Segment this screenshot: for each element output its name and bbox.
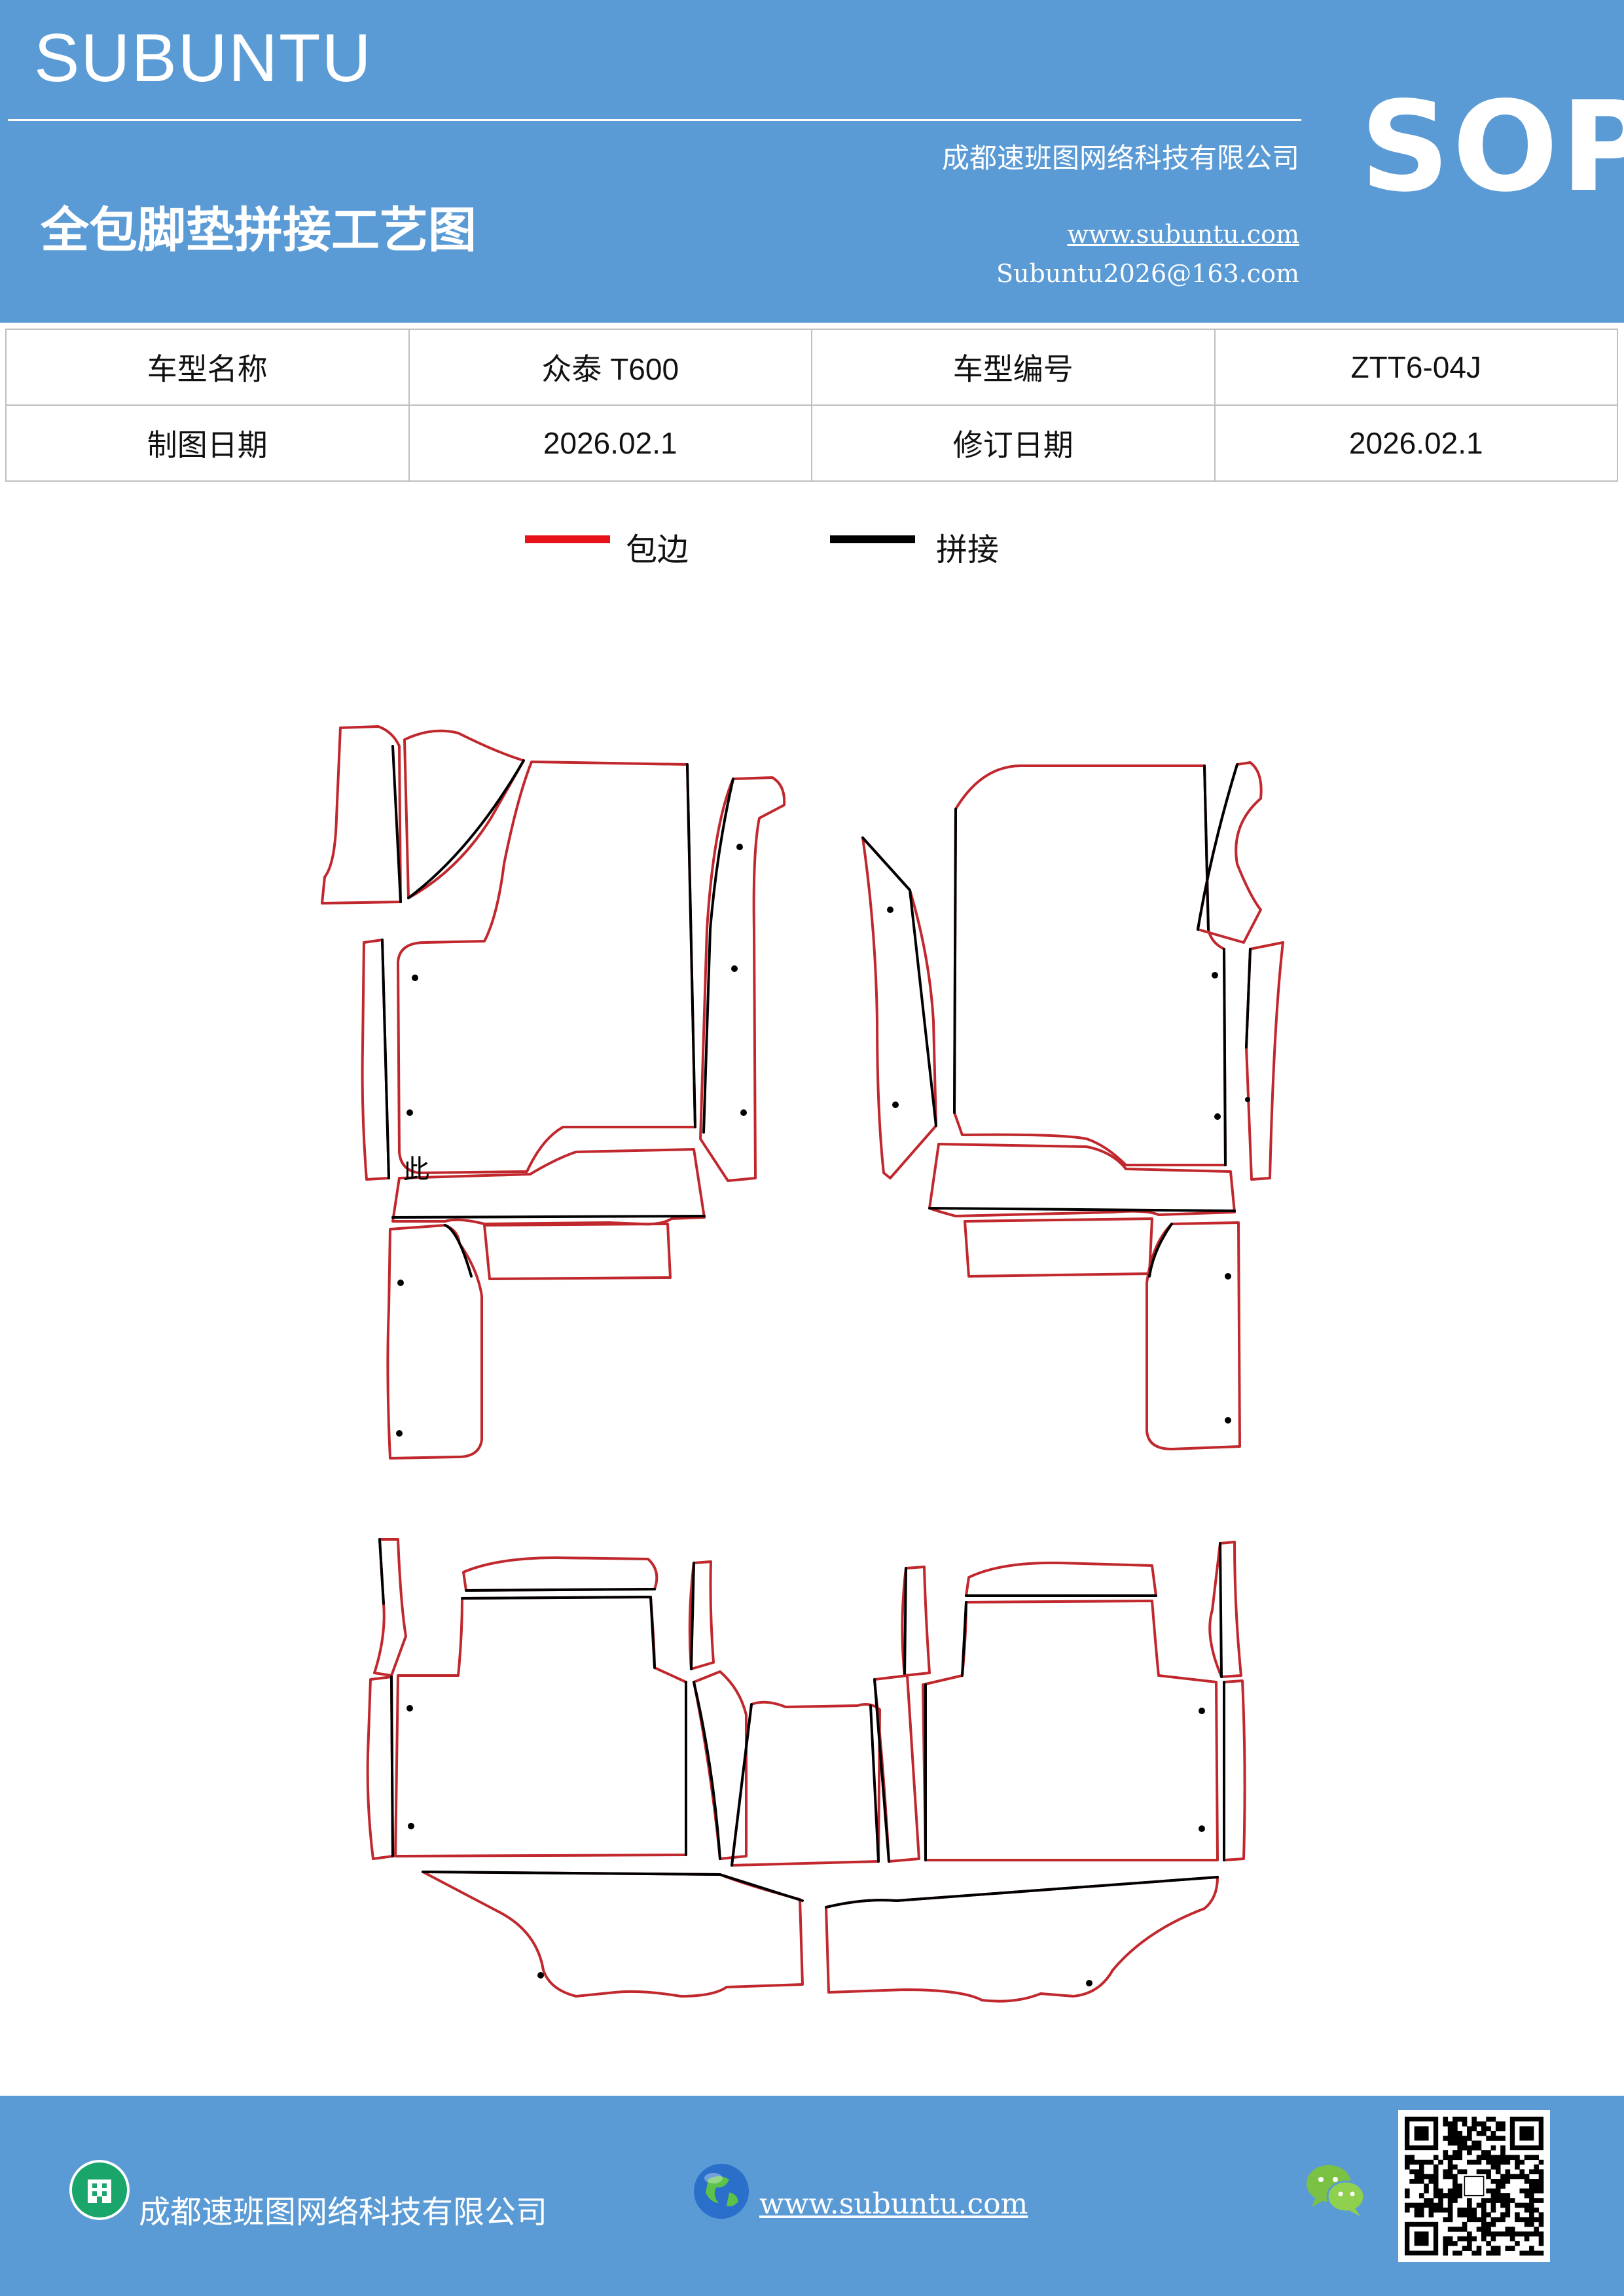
footer-website-link[interactable]: www.subuntu.com <box>759 2187 1028 2221</box>
header-banner: SUBUNTU 成都速班图网络科技有限公司 全包脚垫拼接工艺图 www.subu… <box>0 0 1624 323</box>
piece-fr-lower <box>1146 1221 1241 1450</box>
piece-fl-pad <box>483 1223 672 1280</box>
model-code-value: ZTT6-04J <box>1214 329 1618 406</box>
piece-rr-tunnel-side <box>873 1674 920 1863</box>
table-row: 车型名称 众泰 T600 车型编号 ZTT6-04J <box>5 329 1618 406</box>
piece-rr-top <box>965 1561 1157 1597</box>
table-row: 制图日期 2026.02.1 修订日期 2026.02.1 <box>5 404 1618 482</box>
legend-seam-swatch <box>830 535 915 543</box>
piece-fl-strip <box>361 939 390 1181</box>
draw-date-label: 制图日期 <box>5 404 410 482</box>
piece-fl-wedge <box>403 729 525 899</box>
qr-code <box>1398 2110 1550 2262</box>
piece-rr-bottom <box>825 1876 1219 2003</box>
piece-fl-main <box>397 761 696 1174</box>
piece-rr-main <box>922 1600 1219 1861</box>
front-right-mat-group <box>861 761 1284 1450</box>
building-icon <box>69 2160 130 2220</box>
piece-rl-main <box>394 1596 687 1857</box>
piece-fr-heel <box>928 1143 1236 1217</box>
piece-fl-heel <box>391 1148 706 1226</box>
piece-fr-strip <box>1245 941 1284 1181</box>
piece-fl-corner <box>321 725 402 905</box>
piece-fl-side <box>699 776 786 1182</box>
piece-rr-arch <box>1208 1541 1242 1678</box>
header-email: Subuntu2026@163.com <box>996 259 1299 288</box>
piece-rr-strip <box>1223 1679 1246 1861</box>
piece-rl-bottom <box>422 1871 804 1998</box>
legend-edge-label: 包边 <box>626 531 689 568</box>
piece-rl-top <box>462 1556 659 1592</box>
legend-edge-swatch <box>525 535 610 543</box>
drill-marks <box>396 844 1250 1986</box>
piece-fr-side <box>861 836 937 1179</box>
model-name-label: 车型名称 <box>5 329 410 406</box>
header-website-link[interactable]: www.subuntu.com <box>1067 220 1299 249</box>
footer-company: 成都速班图网络科技有限公司 <box>139 2194 548 2231</box>
piece-fr-main <box>953 764 1227 1166</box>
revise-date-label: 修订日期 <box>811 404 1216 482</box>
piece-rl-arch <box>373 1538 407 1677</box>
piece-fr-corner <box>1197 761 1263 944</box>
footer-banner: 成都速班图网络科技有限公司 www.subuntu.com <box>0 2096 1624 2296</box>
draw-date-value: 2026.02.1 <box>408 404 812 482</box>
rear-left-mat-group <box>366 1538 804 1998</box>
page-title: 全包脚垫拼接工艺图 <box>41 202 477 259</box>
piece-rl-tunnel-side <box>693 1670 748 1860</box>
piece-rl-strip <box>366 1676 394 1860</box>
vehicle-info-table: 车型名称 众泰 T600 车型编号 ZTT6-04J 制图日期 2026.02.… <box>5 329 1618 482</box>
header-divider <box>8 119 1301 121</box>
sop-badge: SOP <box>1360 75 1624 219</box>
piece-fl-lower <box>386 1224 483 1460</box>
piece-fr-pad <box>964 1217 1153 1278</box>
front-left-mat-group <box>321 725 786 1460</box>
piece-rr-post <box>901 1566 931 1677</box>
piece-tunnel-center <box>731 1700 881 1867</box>
revise-date-value: 2026.02.1 <box>1214 404 1618 482</box>
globe-icon <box>694 2164 749 2219</box>
legend: 包边 拼接 <box>0 524 1624 576</box>
piece-rl-post <box>688 1560 715 1670</box>
model-name-value: 众泰 T600 <box>408 329 812 406</box>
header-company: 成都速班图网络科技有限公司 <box>941 142 1299 174</box>
brand-name: SUBUNTU <box>34 20 372 96</box>
seam-mark-text: 此 <box>403 1155 429 1185</box>
legend-seam-label: 拼接 <box>936 531 1000 568</box>
rear-right-mat-group <box>825 1541 1246 2003</box>
model-code-label: 车型编号 <box>811 329 1216 406</box>
wechat-icon <box>1307 2165 1365 2216</box>
